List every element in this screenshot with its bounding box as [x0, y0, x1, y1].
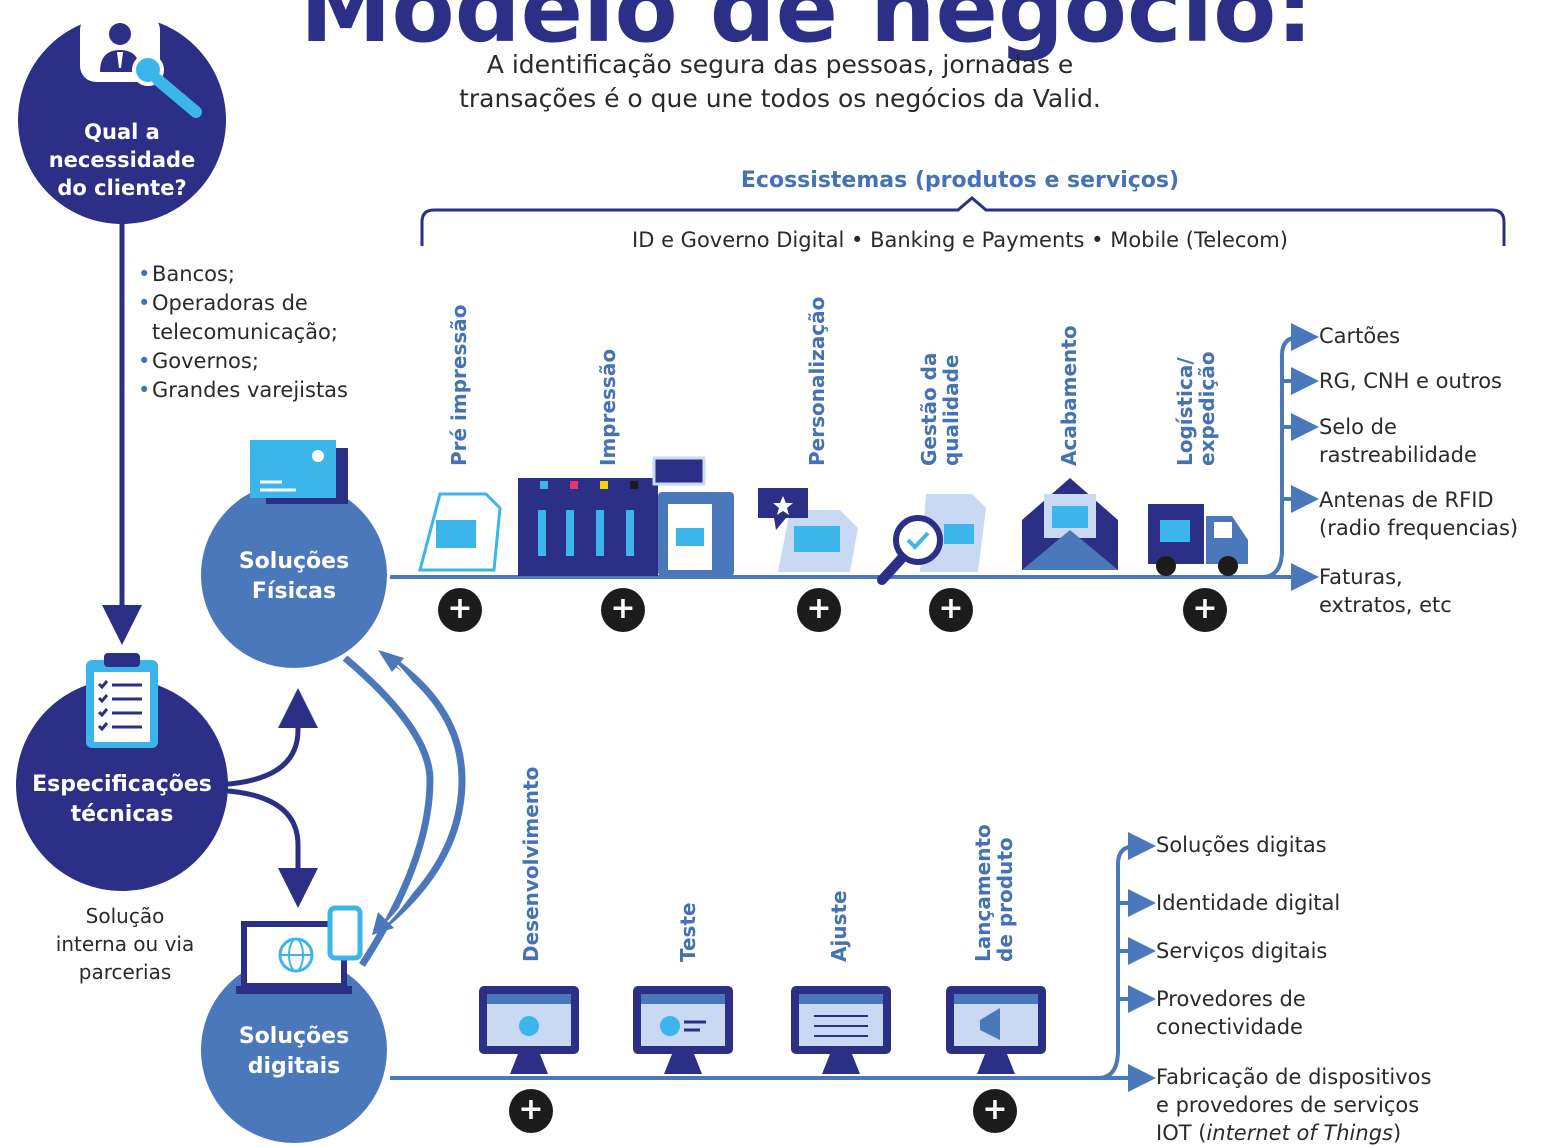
clipboard-checklist-icon: [86, 653, 158, 748]
tech-specs-line-1: Especificações: [32, 772, 212, 797]
physical-output-item: Antenas de RFID (radio frequencias): [1319, 488, 1519, 540]
physical-output-item: Selo de rastreabilidade: [1319, 415, 1477, 467]
digital-label-line-1: Soluções: [238, 1024, 350, 1049]
monitor-check-icon: [633, 986, 733, 1074]
step-label-pre-impressao: Pré impressão: [447, 304, 471, 466]
ecosystem-bracket: [420, 196, 1506, 246]
client-need-line-1: Qual a: [84, 120, 160, 144]
subtitle-line-2: transações é o que une todos os negócios…: [459, 84, 1101, 113]
digital-fanout-trunk: [1097, 832, 1156, 1080]
client-list-item: telecomunicação;: [152, 320, 338, 344]
physical-to-digital-curve: [342, 655, 434, 967]
document-icon: [418, 492, 502, 572]
monitor-gear-icon: [479, 986, 579, 1074]
client-need-line-2: necessidade: [48, 148, 196, 172]
tech-specs-line-2: técnicas: [70, 802, 174, 827]
client-need-line-3: do cliente?: [57, 176, 187, 200]
digital-solutions-circle: [201, 957, 387, 1143]
ecosystems-title: Ecossistemas (produtos e serviços): [740, 168, 1180, 193]
truck-icon: [1148, 504, 1248, 576]
envelope-icon: [1022, 478, 1118, 570]
step-label-teste: Teste: [676, 902, 700, 962]
digital-output-item: Fabricação de dispositivos e provedores …: [1156, 1065, 1432, 1145]
step-label-logistica: Logística/ expedição: [1173, 351, 1219, 466]
digital-output-item: Provedores de conectividade: [1156, 987, 1306, 1039]
monitor-megaphone-icon: [946, 986, 1046, 1074]
digital-output-item: Identidade digital: [1156, 891, 1341, 915]
step-label-impressao: Impressão: [596, 348, 620, 466]
client-need-label: Qual a necessidade do cliente?: [40, 118, 204, 202]
client-list-item: •Operadoras de: [138, 291, 308, 315]
client-list-item: •Governos;: [138, 349, 259, 373]
page-title: Modelo de negócio:: [300, 0, 1314, 63]
laptop-globe-phone-icon: [236, 905, 363, 994]
curve-arrowhead-top: [378, 650, 404, 672]
step-label-ajuste: Ajuste: [827, 890, 851, 962]
client-list: •Bancos; •Operadoras de telecomunicação;…: [136, 260, 348, 405]
digital-output-item: Serviços digitais: [1156, 939, 1328, 963]
physical-output-item: Cartões: [1319, 324, 1401, 348]
person-search-icon: [80, 14, 202, 118]
digital-label-line-2: digitais: [247, 1054, 341, 1079]
monitor-sliders-icon: [791, 986, 891, 1074]
physical-label-line-2: Físicas: [251, 579, 337, 604]
solution-note-line-1: Solução: [85, 904, 165, 928]
page-subtitle: A identificação segura das pessoas, jorn…: [360, 48, 1200, 116]
step-label-lancamento: Lançamento de produto: [971, 824, 1017, 962]
subtitle-line-1: A identificação segura das pessoas, jorn…: [486, 50, 1074, 79]
printer-icon: [518, 456, 734, 576]
solution-note-line-3: parcerias: [78, 960, 172, 984]
step-label-gestao-qualidade: Gestão da qualidade: [917, 352, 963, 466]
plus-button[interactable]: +: [1183, 588, 1227, 632]
physical-output-item: Faturas, extratos, etc: [1319, 565, 1452, 617]
curve-arrowhead-bottom: [372, 912, 394, 935]
tech-specs-circle: [16, 679, 228, 891]
plus-button[interactable]: +: [438, 588, 482, 632]
client-need-circle: [18, 16, 226, 224]
physical-solutions-circle: [201, 482, 387, 668]
digital-output-item: Soluções digitas: [1156, 833, 1327, 857]
card-icon: [250, 440, 348, 504]
step-label-acabamento: Acabamento: [1057, 325, 1081, 466]
plus-button[interactable]: +: [601, 588, 645, 632]
digital-to-physical-curve-inner: [384, 659, 450, 926]
plus-button[interactable]: +: [509, 1089, 553, 1133]
physical-output-item: RG, CNH e outros: [1319, 369, 1503, 393]
physical-solutions-label: Soluções Físicas: [210, 547, 378, 607]
step-label-personalizacao: Personalização: [805, 296, 829, 466]
digital-to-physical-curve: [382, 657, 466, 928]
solution-note: Solução interna ou via parcerias: [50, 902, 200, 986]
digital-solutions-label: Soluções digitais: [210, 1022, 378, 1082]
client-list-item: •Grandes varejistas: [138, 378, 348, 402]
plus-button[interactable]: +: [973, 1089, 1017, 1133]
step-label-desenvolvimento: Desenvolvimento: [519, 766, 543, 962]
client-list-item: •Bancos;: [138, 262, 235, 286]
ecosystems-items: ID e Governo Digital • Banking e Payment…: [632, 228, 1288, 252]
physical-label-line-1: Soluções: [238, 549, 350, 574]
physical-fanout-trunk: [1261, 323, 1319, 579]
personalized-document-icon: [758, 488, 858, 572]
solution-note-line-2: interna ou via: [55, 932, 195, 956]
magnifier-check-icon: [877, 494, 986, 585]
plus-button[interactable]: +: [929, 588, 973, 632]
plus-button[interactable]: +: [797, 588, 841, 632]
tech-specs-label: Especificações técnicas: [16, 770, 228, 830]
